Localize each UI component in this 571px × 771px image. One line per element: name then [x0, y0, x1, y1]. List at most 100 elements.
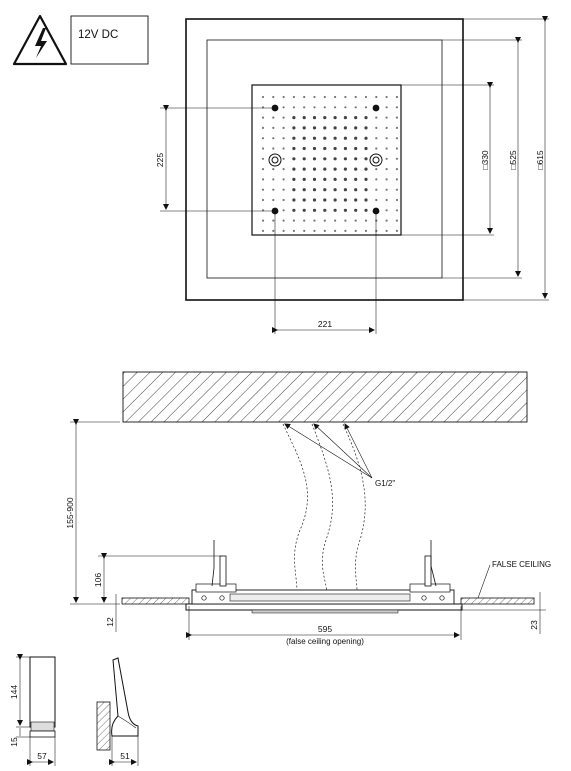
nozzle — [303, 229, 306, 232]
nozzle — [385, 157, 388, 160]
nozzle — [385, 147, 388, 150]
nozzle-grid — [261, 95, 398, 232]
nozzle — [303, 95, 306, 99]
nozzle — [334, 95, 337, 99]
top-view: 225 □330 □525 □615 221 — [155, 16, 549, 334]
nozzle — [333, 116, 337, 120]
nozzle — [354, 219, 357, 222]
opening-note: (false ceiling opening) — [286, 637, 364, 646]
nozzle — [354, 116, 358, 120]
nozzle — [292, 106, 295, 109]
nozzle — [343, 208, 347, 212]
nozzle — [323, 136, 327, 140]
nozzle — [292, 198, 296, 202]
nozzle — [303, 219, 306, 222]
nozzle — [282, 219, 285, 222]
nozzle — [395, 209, 398, 212]
outer-frame — [185, 18, 464, 301]
nozzle — [272, 168, 275, 171]
nozzle — [364, 95, 368, 99]
nozzle — [302, 208, 306, 212]
nozzle — [354, 167, 358, 171]
nozzle — [312, 157, 317, 161]
nozzle — [303, 106, 306, 109]
nozzle — [364, 188, 368, 192]
nozzle — [395, 157, 398, 160]
nozzle — [344, 229, 347, 232]
nozzle — [282, 95, 285, 99]
nozzle — [344, 95, 347, 99]
nozzle — [292, 167, 296, 171]
nozzle — [333, 146, 337, 151]
nozzle — [282, 126, 285, 129]
nozzle — [302, 188, 306, 192]
nozzle — [364, 208, 368, 212]
nozzle — [282, 198, 285, 202]
nozzle — [364, 219, 368, 222]
nozzle — [375, 219, 378, 222]
nozzle — [302, 126, 306, 130]
nozzle — [385, 116, 388, 119]
nozzle — [292, 229, 295, 232]
nozzle — [292, 219, 295, 222]
nozzle — [354, 177, 358, 181]
nozzle — [375, 168, 378, 171]
nozzle — [364, 177, 368, 181]
dim-fixing-height: 106 — [93, 573, 103, 587]
nozzle — [302, 177, 306, 181]
nozzle — [312, 126, 317, 130]
nozzle — [292, 208, 296, 212]
nozzle — [323, 208, 327, 212]
nozzle — [272, 116, 275, 119]
nozzle — [354, 208, 358, 212]
nozzle — [395, 178, 398, 181]
nozzle — [395, 147, 398, 150]
nozzle — [272, 147, 275, 150]
nozzle — [302, 146, 306, 151]
nozzle — [395, 106, 398, 109]
nozzle — [313, 106, 316, 109]
nozzle — [323, 126, 327, 130]
dim-height-range: 155-900 — [65, 497, 75, 528]
nozzle — [333, 198, 337, 202]
inlet-fitting-left — [268, 153, 282, 167]
dim-ceiling-thickness: 12 — [105, 617, 115, 627]
nozzle — [272, 229, 275, 232]
structural-ceiling-slab — [122, 371, 528, 423]
side-profile-view: 51 — [96, 657, 139, 766]
false-ceiling-right — [460, 597, 535, 605]
nozzle — [312, 208, 317, 212]
nozzle — [334, 229, 337, 232]
voltage-box: 12V DC — [70, 15, 149, 65]
nozzle — [261, 157, 265, 160]
nozzle — [333, 167, 337, 171]
nozzle — [344, 219, 347, 222]
nozzle — [395, 219, 398, 222]
nozzle — [343, 198, 347, 202]
connection-label: G1/2" — [375, 479, 395, 488]
nozzle — [385, 178, 388, 181]
nozzle — [323, 116, 327, 120]
front-profile-view: 144 15 57 — [9, 654, 56, 766]
dim-horizontal-spacing: 221 — [318, 319, 332, 329]
nozzle — [302, 157, 306, 161]
nozzle — [395, 168, 398, 171]
nozzle — [334, 219, 337, 222]
dim-base: 15 — [9, 737, 19, 747]
nozzle — [354, 106, 357, 109]
nozzle — [364, 157, 368, 161]
dim-profile-height: 144 — [9, 685, 19, 699]
nozzle — [261, 219, 265, 222]
nozzle — [312, 136, 317, 140]
nozzle — [354, 157, 358, 161]
nozzle — [292, 136, 296, 140]
shower-head-section — [185, 540, 463, 614]
nozzle — [323, 95, 326, 99]
nozzle — [312, 146, 317, 151]
nozzle — [292, 146, 296, 151]
nozzle — [261, 147, 265, 150]
nozzle — [364, 116, 368, 120]
false-ceiling-left — [121, 597, 190, 605]
false-ceiling-label: FALSE CEILING — [492, 560, 551, 569]
